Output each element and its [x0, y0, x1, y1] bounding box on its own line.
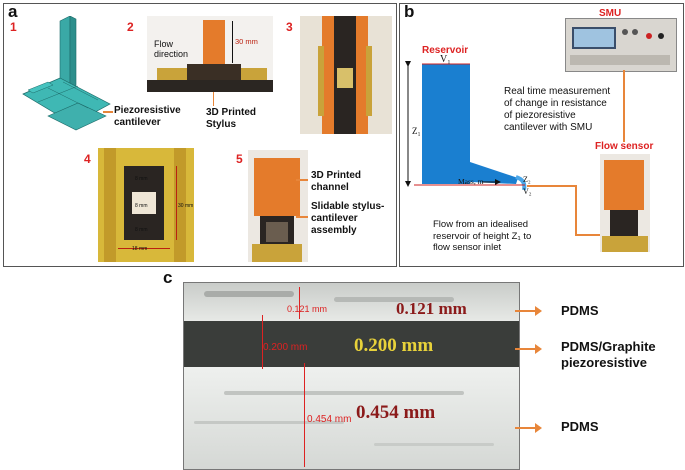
panel-b: b SMU Reservoir V₁ Z₁ Z₂ Mass, m V₂: [399, 2, 684, 267]
channel-dimension-photo: [98, 148, 194, 262]
reservoir-diagram: [405, 61, 527, 191]
measurement-small-0200: 0.200 mm: [263, 342, 308, 353]
layer1-label: PDMS: [561, 303, 599, 318]
v2-label: V₂: [523, 187, 532, 196]
stylus-height-label: 30 mm: [235, 37, 258, 46]
measurement-big-0200: 0.200 mm: [354, 335, 434, 356]
measurement-description: Real time measurement of change in resis…: [504, 86, 611, 133]
channel-assembly-photo: [248, 150, 308, 262]
z2-label: Z₂: [523, 175, 531, 184]
layer3-arrowhead: [535, 423, 542, 433]
panel-a-label: a: [8, 2, 18, 21]
pointer-arrow-channel: [296, 179, 308, 181]
printed-channel-label: 3D Printed channel: [311, 170, 362, 193]
smu-to-sensor-arrow: [623, 70, 625, 142]
sub-number-4: 4: [84, 152, 91, 166]
z1-label: Z₁: [412, 126, 421, 136]
panel-b-label: b: [404, 2, 415, 21]
measurement-small-0454: 0.454 mm: [307, 414, 352, 425]
layer1-arrow: [515, 310, 537, 312]
reservoir-to-sensor-line-down: [575, 185, 577, 235]
flow-direction-label: Flow direction: [154, 39, 189, 59]
smu-instrument-photo: [565, 18, 677, 72]
measurement-small-0121: 0.121 mm: [287, 304, 328, 314]
reservoir-title: Reservoir: [422, 45, 469, 56]
piezoresistive-cantilever-label: Piezoresistive cantilever: [114, 105, 181, 128]
dimension-8mm-bottom: 8 mm: [135, 227, 148, 233]
panel-a: a 1 Piezoresistive cantilever 2 Flow dir…: [3, 2, 397, 267]
v1-label: V₁: [440, 54, 451, 65]
sub-number-3: 3: [286, 20, 293, 34]
dimension-30mm: 30 mm: [178, 203, 194, 209]
pointer-arrow-cantilever: [103, 111, 113, 113]
flow-sensor-photo: [600, 154, 650, 252]
mass-label: Mass, m: [458, 177, 484, 186]
pointer-arrow-stylus: [213, 92, 214, 106]
layer2-arrowhead: [535, 344, 542, 354]
reservoir-to-sensor-line: [527, 185, 575, 187]
printed-stylus-label: 3D Printed Stylus: [206, 107, 257, 130]
dimension-line-30mm: [232, 21, 233, 63]
flow-sensor-title: Flow sensor: [595, 141, 654, 152]
sub-number-2: 2: [127, 20, 134, 34]
layer3-label: PDMS: [561, 419, 599, 434]
slidable-assembly-label: Slidable stylus- cantilever assembly: [311, 201, 385, 236]
stylus-photo: [147, 16, 273, 92]
pointer-arrow-assembly: [296, 216, 308, 218]
channel-top-photo: [300, 16, 392, 134]
measurement-big-0121: 0.121 mm: [396, 299, 467, 318]
dimension-8mm-middle: 8 mm: [135, 203, 148, 209]
layer2-label: PDMS/Graphite piezoresistive: [561, 339, 656, 370]
reservoir-to-sensor-line-right: [575, 234, 600, 236]
dimension-18mm: 18 mm: [132, 246, 148, 252]
sub-number-5: 5: [236, 152, 243, 166]
layer1-arrowhead: [535, 306, 542, 316]
sub-number-1: 1: [10, 20, 17, 34]
cad-cantilever-image: [22, 16, 111, 131]
cross-section-micrograph: [183, 282, 520, 470]
smu-title: SMU: [599, 8, 622, 19]
panel-c-label: c: [163, 268, 173, 287]
layer2-arrow: [515, 348, 537, 350]
dimension-8mm-top: 8 mm: [135, 176, 148, 182]
layer3-arrow: [515, 427, 537, 429]
measurement-big-0454: 0.454 mm: [356, 402, 436, 423]
flow-caption: Flow from an idealised reservoir of heig…: [433, 219, 532, 253]
